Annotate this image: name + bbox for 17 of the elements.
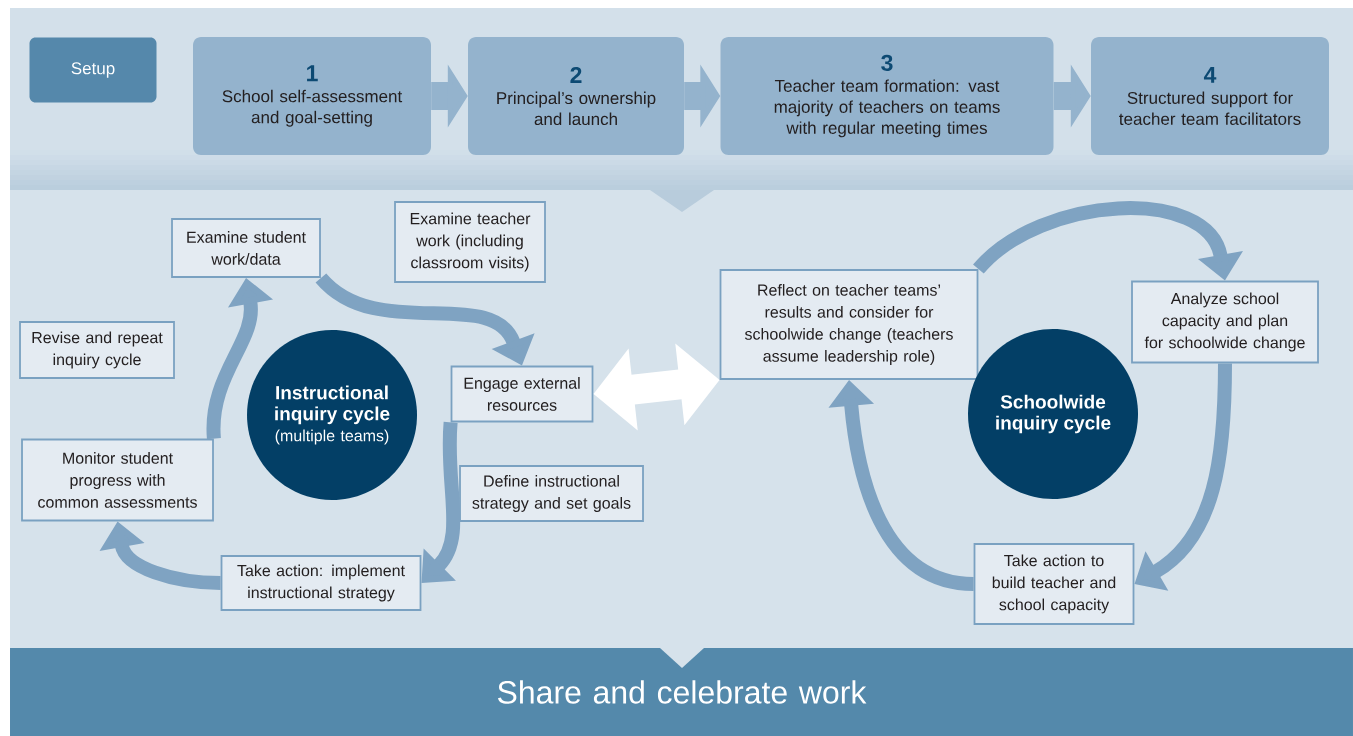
process-box: Examine teacher work (including classroom visits)	[394, 201, 546, 283]
setup-box: Setup	[29, 37, 157, 103]
step-box: 3 Teacher team formation: vast majority of teachers on teams with regular meeting times	[720, 37, 1054, 155]
process-box: Examine student work/data	[171, 218, 321, 278]
arrow	[421, 422, 461, 583]
process-box: Take action: implement instructional strategy	[220, 555, 422, 611]
process-box: Monitor student progress with common assessments	[21, 438, 214, 522]
banner-band: Share and celebrate work	[10, 648, 1353, 736]
process-box: Analyze school capacity and plan for schoolwide change	[1131, 280, 1319, 364]
step-box: 4 Structured support for teacher team facilitators	[1091, 37, 1329, 155]
step-box: 1 School self-assessment and goal-setting	[193, 37, 431, 155]
process-box: Reflect on teacher teams’ results and consider for schoolwide change (teachers assume leadership role)	[719, 269, 979, 380]
process-box: Engage external resources	[450, 365, 594, 423]
process-box: Define instructional strategy and set goals	[459, 465, 644, 522]
step-box: 2 Principal’s ownership and launch	[468, 37, 684, 155]
process-box: Take action to build teacher and school capacity	[973, 543, 1135, 625]
process-box: Revise and repeat inquiry cycle	[19, 321, 175, 379]
